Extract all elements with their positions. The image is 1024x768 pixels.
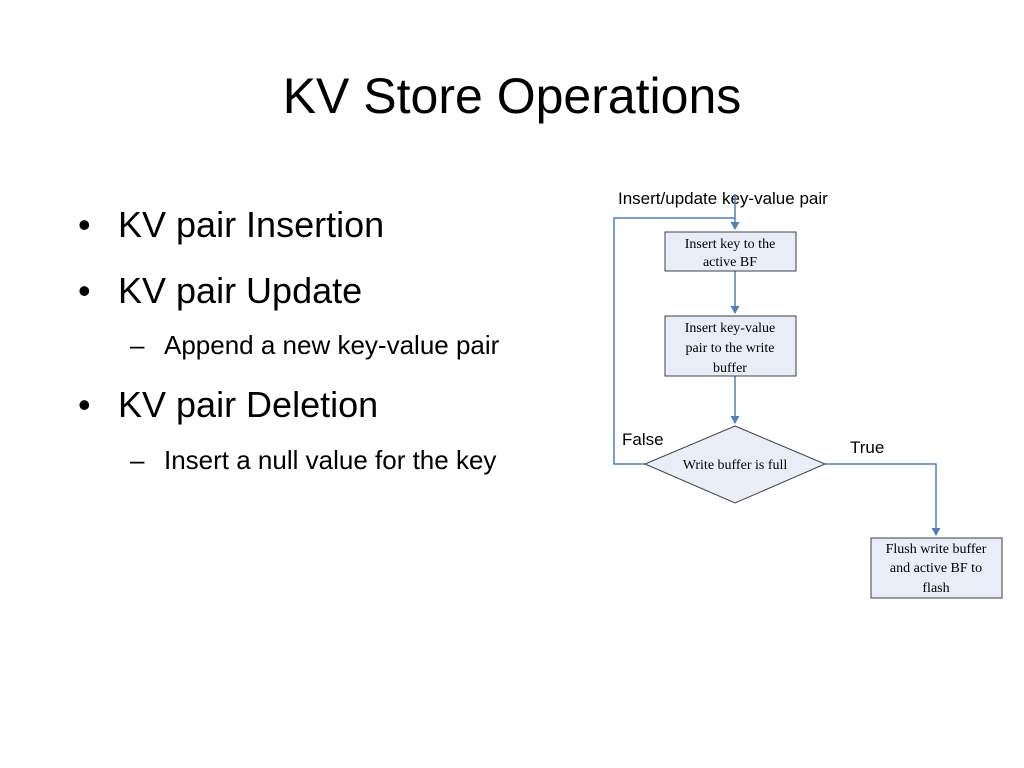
dash-icon: –	[130, 445, 145, 475]
start-label: Insert/update key-value pair	[618, 189, 828, 208]
step2-line2: pair to the write	[685, 341, 774, 356]
step2-box	[664, 315, 797, 377]
end-box	[870, 537, 1003, 599]
slide-title: KV Store Operations	[282, 68, 742, 124]
step1-line1: Insert key to the	[685, 237, 776, 252]
decision-buffer-full: Write buffer is full	[643, 425, 827, 504]
step1-box	[664, 231, 797, 272]
dash-icon: –	[130, 330, 145, 360]
bullet-icon: •	[78, 204, 91, 245]
decision-text: Write buffer is full	[683, 458, 788, 473]
step-flush-to-flash: Flush write buffer and active BF to flas…	[870, 537, 1003, 599]
step-insert-key-bf: Insert key to the active BF	[664, 231, 797, 272]
sub-bullet-text: Insert a null value for the key	[164, 445, 497, 475]
end-line2: and active BF to	[890, 561, 982, 576]
end-line1: Flush write buffer	[886, 542, 987, 557]
false-label: False	[622, 430, 664, 449]
sub-bullet-text: Append a new key-value pair	[164, 330, 500, 360]
end-line3: flash	[922, 581, 949, 596]
bullet-text: KV pair Insertion	[118, 204, 385, 245]
step2-line3: buffer	[713, 361, 747, 376]
decision-diamond	[643, 425, 827, 504]
bullet-text: KV pair Deletion	[118, 384, 379, 425]
step2-line1: Insert key-value	[685, 321, 776, 336]
arrow-false-loop	[613, 217, 735, 465]
bullet-icon: •	[78, 270, 91, 311]
step-insert-write-buffer: Insert key-value pair to the write buffe…	[664, 315, 797, 377]
step1-line2: active BF	[703, 255, 757, 270]
arrow-true-to-end	[825, 463, 941, 536]
bullet-text: KV pair Update	[118, 270, 363, 311]
bullet-icon: •	[78, 384, 91, 425]
true-label: True	[850, 438, 884, 457]
